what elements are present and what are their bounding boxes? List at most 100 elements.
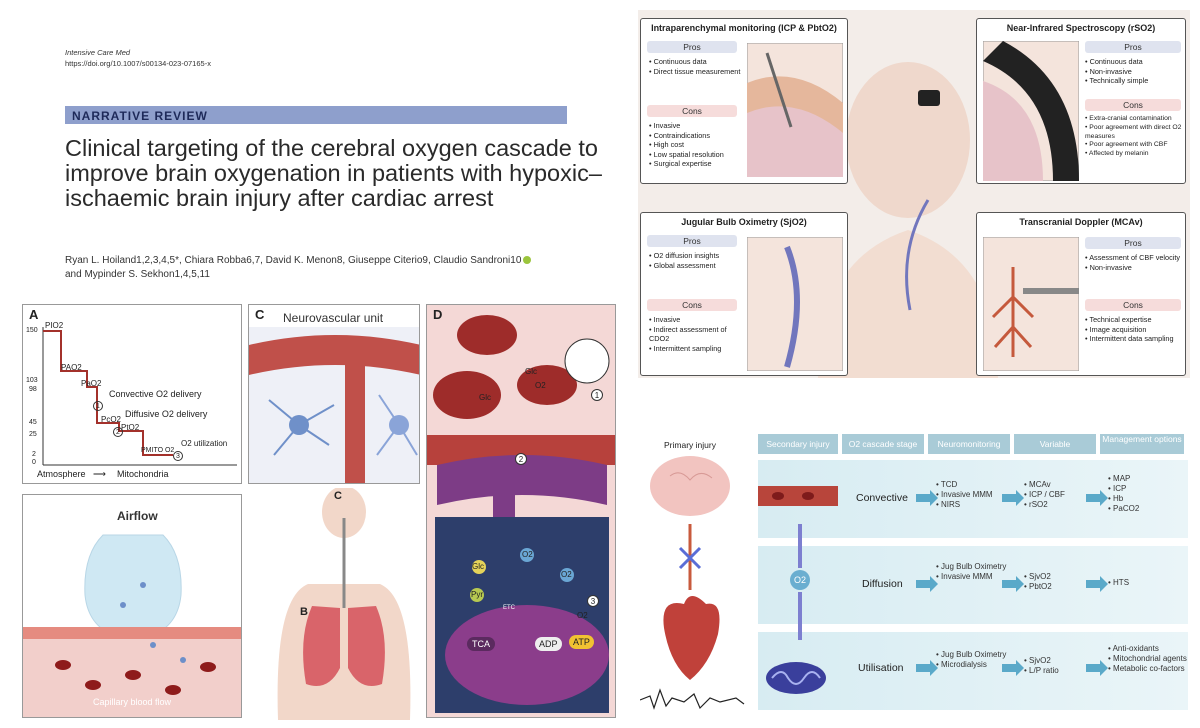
alveolus-illustration [23,495,241,717]
x-label-mitochondria: Mitochondria [117,469,169,479]
list-item: Affected by melanin [1085,150,1185,159]
list-item: Extra-cranial contamination [1085,115,1185,124]
list-item: MAP [1108,474,1186,484]
header-secondary-injury: Secondary injury [758,434,838,454]
list-item: Poor agreement with direct O2 measures [1085,124,1185,142]
y-tick: 98 [29,386,37,393]
list-item: L/P ratio [1024,666,1094,676]
y-tick: 2 [32,451,36,458]
oxygen-cascade-management-figure: Primary injury Secondary injury O2 casca… [640,428,1192,720]
doi-link[interactable]: https://doi.org/10.1007/s00134-023-07165… [65,59,211,68]
stage-label: Diffusion [862,578,903,590]
journal-name: Intensive Care Med [65,48,131,57]
vessel-illustration [758,486,838,506]
head-silhouette [818,62,998,378]
list-item: Image acquisition [1085,325,1185,335]
list-item: Intermittent data sampling [1085,334,1185,344]
marker: 3 [173,451,183,461]
capillary-label: Capillary blood flow [93,697,172,707]
monitor-card-tcd: Transcranial Doppler (MCAv) Pros Assessm… [976,212,1186,376]
section-label: NARRATIVE REVIEW [72,109,208,123]
list-item: Direct tissue measurement [649,67,741,77]
list-item: Intermittent sampling [649,344,745,354]
variable-list: SjvO2 PbtO2 [1024,572,1094,592]
monitor-card-icp: Intraparenchymal monitoring (ICP & PbtO2… [640,18,848,184]
list-item: Non-invasive [1085,67,1185,77]
list-item: NIRS [936,500,1016,510]
header-management: Management options [1100,434,1184,454]
orcid-icon[interactable] [523,256,532,265]
list-item: Continuous data [1085,57,1185,67]
list-item: rSO2 [1024,500,1094,510]
panel-label: C [255,307,265,322]
y-tick: 0 [32,459,36,466]
annotation-convective: Convective O2 delivery [109,389,202,399]
panel-d-cellular-metabolism: D Glc Glc O2 Glc Pyr O2 O2 O2 1 2 3 ETC … [426,304,616,718]
list-item: Jug Bulb Oximetry [936,650,1016,660]
variable-list: MCAv ICP / CBF rSO2 [1024,480,1094,510]
cons-pill: Cons [1085,99,1181,111]
panel-c-neurovascular-unit: C Neurovascular unit [248,304,420,484]
card-title: Jugular Bulb Oximetry (SjO2) [681,217,807,227]
airflow-label: Airflow [117,509,158,523]
list-item: High cost [649,140,745,150]
step-label: PAO2 [61,363,82,372]
list-item: Assessment of CBF velocity [1085,253,1185,263]
header-neuromonitoring: Neuromonitoring [928,434,1010,454]
list-item: Technical expertise [1085,315,1185,325]
cons-pill: Cons [1085,299,1181,311]
icp-probe-illustration [747,43,843,177]
author-list: Ryan L. Hoiland1,2,3,4,5*, Chiara Robba6… [65,254,585,282]
nirs-illustration [983,41,1079,181]
y-tick: 103 [26,377,38,384]
list-item: Contraindications [649,131,745,141]
neurovascular-illustration [249,327,419,483]
neuromonitoring-figure: Intraparenchymal monitoring (ICP & PbtO2… [638,10,1190,378]
step-label: PMITO O2 [141,447,175,454]
molecule-glc: Glc [479,393,491,402]
list-item: Microdialysis [936,660,1016,670]
stage-label: Utilisation [858,662,904,674]
tcd-illustration [983,237,1079,371]
card-title: Transcranial Doppler (MCAv) [1019,217,1143,227]
paper-header: Intensive Care Med https://doi.org/10.10… [10,10,618,292]
molecule-pyr: Pyr [471,590,483,599]
list-item: Surgical expertise [649,159,745,169]
molecule-o2: O2 [577,611,588,620]
cons-pill: Cons [647,299,737,311]
paper-title: Clinical targeting of the cerebral oxyge… [65,135,602,211]
marker-b: B [300,606,308,618]
y-tick: 45 [29,419,37,426]
card-title: Intraparenchymal monitoring (ICP & PbtO2… [651,23,837,33]
molecule-o2: O2 [535,381,546,390]
authors-line-1: Ryan L. Hoiland1,2,3,4,5*, Chiara Robba6… [65,255,522,266]
list-item: Indirect assessment of CDO2 [649,325,745,344]
list-item: MCAv [1024,480,1094,490]
molecule-glc: Glc [472,562,484,571]
tca-label: TCA [467,637,495,651]
variable-list: SjvO2 L/P ratio [1024,656,1094,676]
stage-label: Convective [856,492,908,504]
human-body-illustration: C B [248,486,423,720]
primary-injury-label: Primary injury [664,440,716,450]
pros-pill: Pros [1085,41,1181,53]
list-item: Global assessment [649,261,745,271]
pros-pill: Pros [647,235,737,247]
section-banner: NARRATIVE REVIEW [65,106,567,124]
marker: 3 [587,595,599,607]
header-variable: Variable [1014,434,1096,454]
list-item: Low spatial resolution [649,150,745,160]
annotation-diffusive: Diffusive O2 delivery [125,409,208,419]
pros-pill: Pros [647,41,737,53]
panel-label: A [29,307,39,322]
cons-list: Invasive Contraindications High cost Low… [649,121,745,169]
brain-heart-illustration [640,456,745,710]
management-list: Anti-oxidants Mitochondrial agents Metab… [1108,644,1188,674]
molecule-o2: O2 [522,550,533,559]
marker: 1 [591,389,603,401]
list-item: PaCO2 [1108,504,1186,514]
list-item: SjvO2 [1024,572,1094,582]
list-item: ICP / CBF [1024,490,1094,500]
list-item: Technically simple [1085,76,1185,86]
molecule-glc: Glc [525,367,537,376]
